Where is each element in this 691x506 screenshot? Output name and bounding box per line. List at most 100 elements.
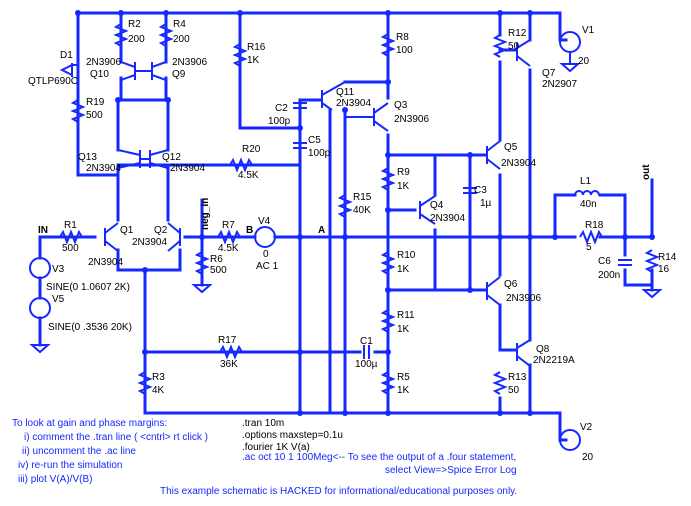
svg-text:50: 50 [508,41,520,52]
svg-text:R15: R15 [353,192,372,203]
svg-text:L1: L1 [580,176,592,187]
svg-text:C5: C5 [308,135,321,146]
svg-text:C6: C6 [598,256,611,267]
svg-text:Q2: Q2 [154,225,168,236]
svg-text:V4: V4 [258,216,271,227]
q10-symbol [120,61,136,81]
svg-text:C3: C3 [474,185,487,196]
svg-text:SINE(0 1.0607 2K): SINE(0 1.0607 2K) [46,282,130,293]
r1-symbol [59,229,83,245]
svg-text:16: 16 [658,264,670,275]
q4-symbol [419,195,436,225]
svg-text:2N3904: 2N3904 [336,98,371,109]
svg-text:1K: 1K [397,181,410,192]
svg-text:2N3906: 2N3906 [506,293,541,304]
q9-symbol [135,61,167,81]
svg-text:100p: 100p [268,116,291,127]
svg-text:neg_in: neg_in [200,198,211,230]
q1-symbol [104,222,119,252]
svg-text:2N2907: 2N2907 [542,79,577,90]
svg-text:R14: R14 [658,252,677,263]
svg-text:Q4: Q4 [430,200,444,211]
v4-symbol [254,226,276,248]
r20-symbol [229,157,253,173]
svg-text:V1: V1 [582,25,595,36]
svg-text:R1: R1 [64,220,77,231]
svg-text:0: 0 [263,249,269,260]
r13-symbol [492,371,508,395]
svg-text:2N3906: 2N3906 [172,57,207,68]
r11-symbol [380,309,396,333]
svg-text:R11: R11 [397,310,415,321]
svg-text:500: 500 [210,265,227,276]
svg-text:To look at gain and phase marg: To look at gain and phase margins: [12,418,167,429]
q8-symbol [516,339,531,367]
svg-text:Q8: Q8 [536,344,550,355]
r9-symbol [380,167,396,191]
v5-symbol [29,297,51,319]
svg-text:Q11: Q11 [336,87,355,98]
svg-text:2N3904: 2N3904 [86,163,121,174]
wires [38,11,654,442]
svg-text:R9: R9 [397,167,410,178]
svg-text:B: B [246,225,253,236]
svg-text:V3: V3 [52,264,65,275]
svg-text:1K: 1K [397,385,410,396]
q12-symbol [140,149,169,169]
svg-text:R6: R6 [210,254,223,265]
svg-text:Q7: Q7 [542,68,556,79]
svg-text:500: 500 [86,110,103,121]
svg-text:D1: D1 [60,50,73,61]
d1-symbol [59,63,78,77]
svg-text:iv) re-run the simulation: iv) re-run the simulation [18,460,122,471]
svg-text:40K: 40K [353,205,371,216]
svg-text:AC 1: AC 1 [256,261,279,272]
svg-text:.tran 10m: .tran 10m [242,418,284,429]
svg-text:ii) uncomment the .ac line: ii) uncomment the .ac line [22,446,136,457]
svg-text:R4: R4 [173,19,186,30]
svg-text:A: A [318,225,325,236]
r17-symbol [219,344,243,360]
svg-text:R17: R17 [218,335,237,346]
svg-text:Q13: Q13 [78,152,97,163]
r10-symbol [380,251,396,275]
svg-text:iii) plot V(A)/V(B): iii) plot V(A)/V(B) [18,474,92,485]
q2-symbol [167,222,181,252]
svg-text:2N3904: 2N3904 [170,163,205,174]
svg-text:R5: R5 [397,372,410,383]
svg-text:4K: 4K [152,385,165,396]
svg-text:R16: R16 [247,42,266,53]
q3-symbol [345,102,389,132]
svg-text:Q6: Q6 [504,279,518,290]
c2-symbol [293,102,307,109]
r3-symbol [137,371,153,395]
notes-block: To look at gain and phase margins: i) co… [12,418,208,485]
svg-text:Q1: Q1 [120,225,134,236]
resistors [59,23,660,395]
svg-text:i) comment the .tran line ( <c: i) comment the .tran line ( <cntrl> rt c… [24,432,208,443]
ground-r14 [641,289,663,299]
svg-text:select View=>Spice Error Log: select View=>Spice Error Log [385,465,517,476]
svg-text:.options maxstep=0.1u: .options maxstep=0.1u [242,430,343,441]
svg-text:1K: 1K [397,324,410,335]
svg-text:.ac oct 10 1 100Meg<-- To see: .ac oct 10 1 100Meg<-- To see the output… [242,452,516,463]
svg-text:V5: V5 [52,294,65,305]
svg-text:50: 50 [508,385,520,396]
r4-symbol [158,23,174,47]
r2-symbol [113,23,129,47]
spice-directives: .tran 10m .options maxstep=0.1u .fourier… [242,418,517,476]
svg-text:200: 200 [128,34,145,45]
svg-text:C2: C2 [275,103,288,114]
grounds [29,284,663,354]
svg-text:20: 20 [578,56,590,67]
r15-symbol [337,194,353,218]
svg-text:out: out [641,164,652,180]
svg-text:Q9: Q9 [172,69,186,80]
sources [29,31,581,451]
svg-text:200n: 200n [598,270,620,281]
svg-text:2N3906: 2N3906 [86,57,121,68]
r19-symbol [70,99,86,123]
svg-text:R8: R8 [396,32,409,43]
v1-symbol [559,31,581,73]
svg-text:100p: 100p [308,148,331,159]
